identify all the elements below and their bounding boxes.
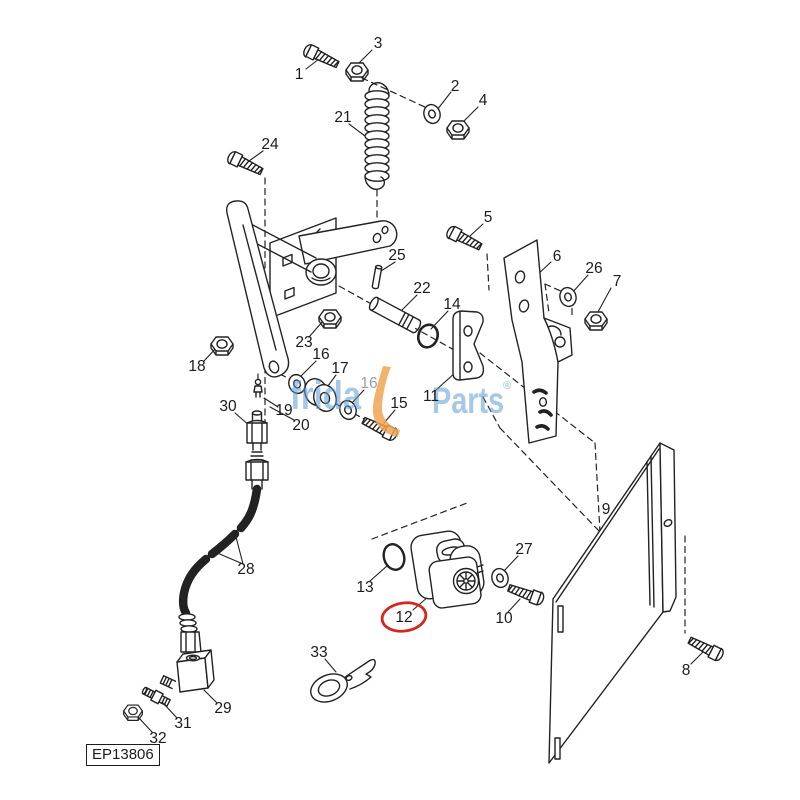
callout-27: 27 [515,541,533,558]
callout-3: 3 [373,35,383,52]
part-28-hose-coupler [245,451,269,490]
callout-26: 26 [585,260,603,277]
part-21-spring [364,82,390,190]
callout-16: 16 [312,346,330,363]
callout-19: 19 [275,402,293,419]
callout-32: 32 [149,730,167,747]
part-25-pin [371,264,383,290]
callout-30: 30 [219,398,237,415]
callout-29: 29 [214,700,232,717]
callout-21: 21 [334,109,352,126]
callout-7: 7 [612,273,622,290]
part-lever-arm [226,200,290,378]
callout-16b: 16 [360,375,378,392]
part-30-fitting [246,410,268,451]
part-19-grease-fitting [253,378,263,398]
part-28-hose-crimp [178,613,202,653]
part-28-hose [178,484,262,618]
callout-9: 9 [601,501,611,518]
callout-8: 8 [681,662,691,679]
callout-6: 6 [552,248,562,265]
part-17-bushing [304,378,337,412]
diagram-code-box: EP13806 [86,744,160,766]
part-11-bracket [452,310,485,381]
callout-33: 33 [310,644,328,661]
part-13-oring [382,543,406,571]
part-33-hook-lever [310,658,376,703]
part-pivot-boss [305,258,337,286]
part-31-fitting [141,686,171,707]
part-9-panel [548,442,677,764]
callout-25: 25 [388,247,406,264]
callout-10: 10 [495,610,513,627]
highlight-ellipse [380,601,428,633]
callout-17: 17 [331,360,349,377]
callout-22: 22 [413,280,431,297]
part-6-bracket [503,239,573,444]
callout-31: 31 [174,715,192,732]
callout-4: 4 [478,92,488,109]
callout-1: 1 [294,66,304,83]
callout-14: 14 [443,296,461,313]
part-14-oring [416,323,440,349]
callout-15: 15 [390,395,408,412]
callout-24: 24 [261,136,279,153]
diagram-code: EP13806 [92,746,154,763]
callout-20: 20 [292,417,310,434]
callout-13: 13 [356,579,374,596]
callout-28: 28 [237,561,255,578]
part-lever-bar [298,220,398,265]
callout-12: 12 [395,609,413,626]
callout-11: 11 [422,388,440,405]
part-12-valve-body [410,530,485,609]
callout-23: 23 [295,334,313,351]
part-29-elbow-block [159,649,215,693]
callout-2: 2 [450,78,460,95]
part-22-shaft [368,296,422,334]
callout-5: 5 [483,209,493,226]
callout-18: 18 [188,358,206,375]
